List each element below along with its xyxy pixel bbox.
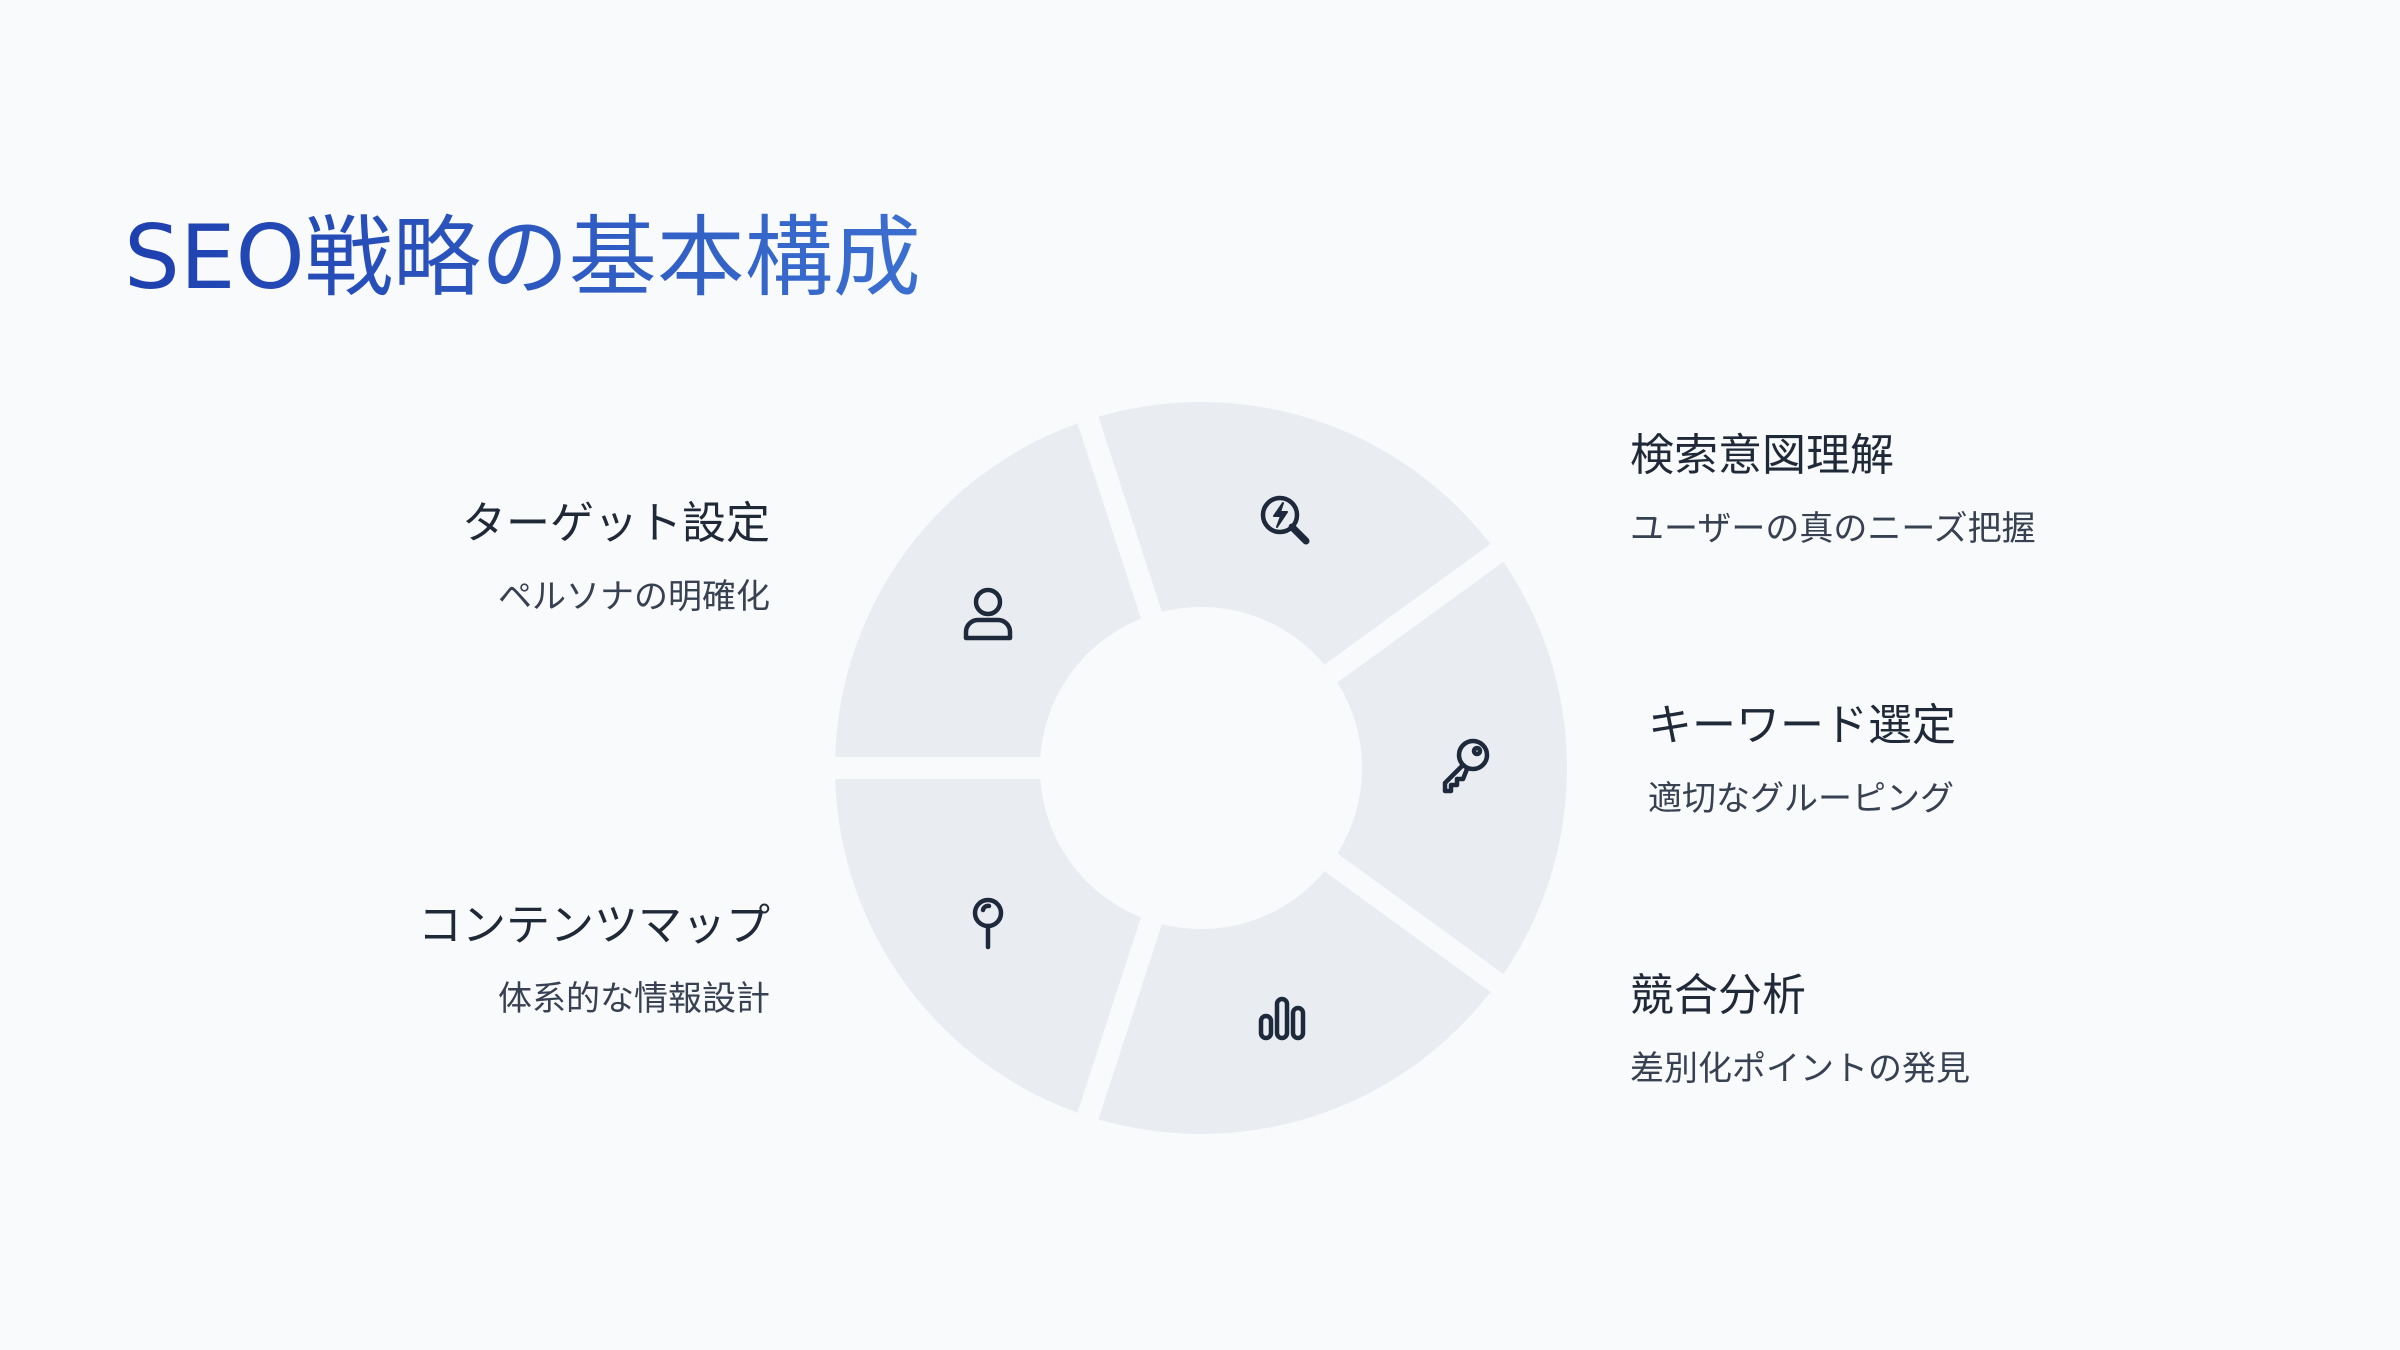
segment-heading: キーワード選定 — [1648, 700, 1956, 751]
bar-chart-icon — [1258, 996, 1306, 1041]
label-search-intent: 検索意図理解 ユーザーの真のニーズ把握 — [1630, 430, 2190, 550]
page-title: SEO戦略の基本構成 — [124, 206, 921, 309]
search-lightning-icon — [1260, 495, 1310, 545]
label-content-map: コンテンツマップ 体系的な情報設計 — [210, 900, 770, 1020]
segment-description: ユーザーの真のニーズ把握 — [1630, 508, 2036, 549]
label-target: ターゲット設定 ペルソナの明確化 — [210, 498, 770, 618]
segment-description: 体系的な情報設計 — [498, 978, 770, 1019]
segment-description: 差別化ポイントの発見 — [1630, 1048, 1970, 1089]
segment-keyword — [1311, 535, 1589, 1001]
label-keyword: キーワード選定 適切なグルーピング — [1648, 700, 2208, 820]
user-icon — [963, 587, 1013, 641]
segment-heading: ターゲット設定 — [462, 498, 770, 549]
label-competitor: 競合分析 差別化ポイントの発見 — [1630, 970, 2190, 1090]
segment-description: 適切なグルーピング — [1648, 778, 1954, 819]
segment-search-intent — [1073, 380, 1517, 691]
segment-heading: 検索意図理解 — [1630, 430, 1894, 481]
key-icon — [1442, 738, 1490, 794]
segment-competitor — [1073, 845, 1517, 1156]
segment-description: ペルソナの明確化 — [498, 576, 770, 617]
pin-icon — [972, 897, 1004, 950]
segment-heading: 競合分析 — [1630, 970, 1806, 1021]
segment-heading: コンテンツマップ — [418, 900, 770, 951]
